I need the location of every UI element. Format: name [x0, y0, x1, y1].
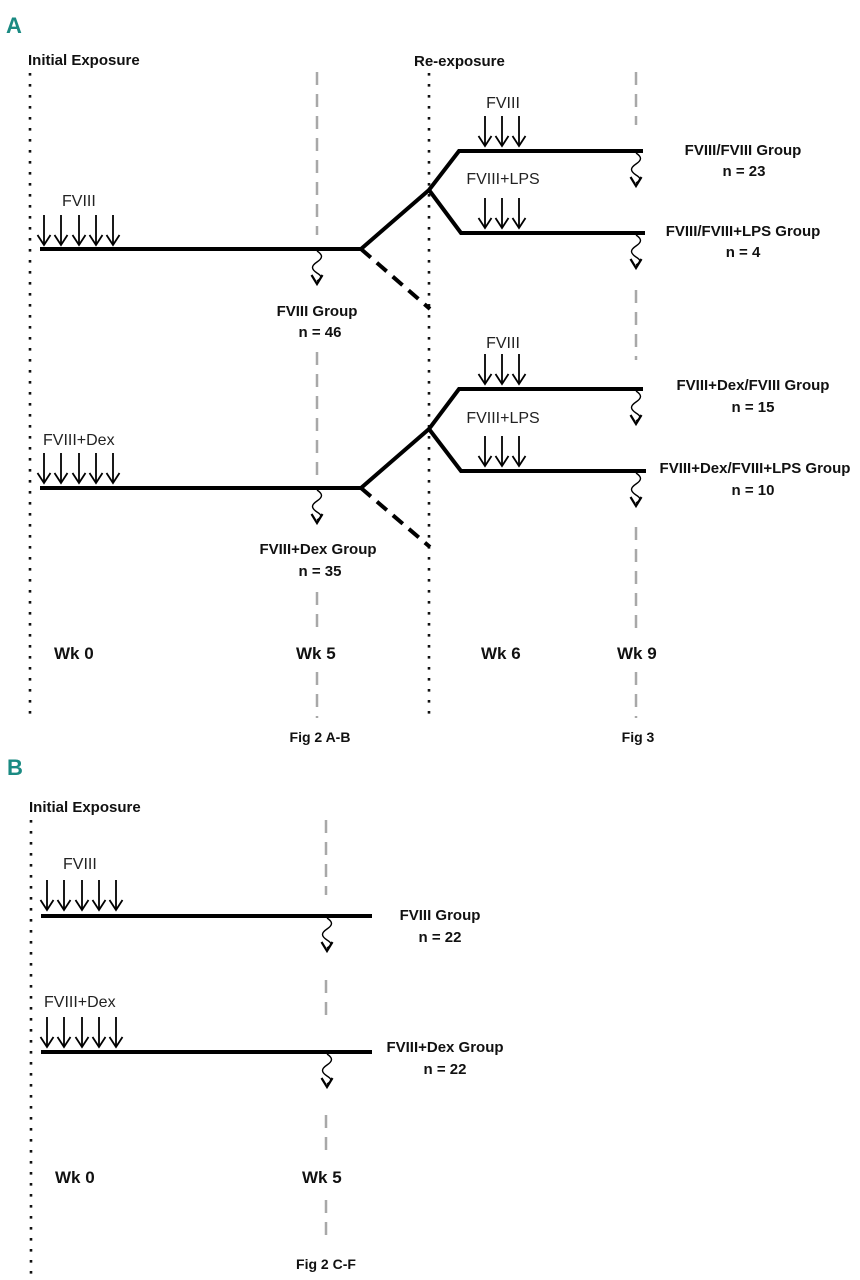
phase-reexposure: Re-exposure: [414, 53, 505, 70]
down-arrow-icon: [105, 214, 121, 246]
down-arrow-icon: [88, 214, 104, 246]
row-fviii: FVIII FVIII Group n = 46 FVIII F: [36, 95, 821, 341]
down-arrow-icon: [39, 1016, 55, 1048]
down-arrow-icon: [511, 197, 527, 229]
squiggle-arrow-icon: [320, 1052, 334, 1089]
week-label: Wk 0: [54, 644, 94, 663]
branch-fviii-lps: [427, 427, 646, 473]
down-arrow-icon: [477, 353, 493, 385]
down-arrow-icon: [511, 115, 527, 147]
group-label: FVIII/FVIII+LPS Group: [666, 223, 821, 240]
group-n: n = 4: [726, 244, 761, 261]
figure-reference: Fig 2 C-F: [296, 1256, 356, 1272]
group-n: n = 22: [419, 929, 462, 946]
down-arrow-icon: [494, 435, 510, 467]
group-n: n = 23: [723, 163, 766, 180]
week-label: Wk 5: [296, 644, 336, 663]
down-arrow-icon: [494, 353, 510, 385]
treatment-label: FVIII: [486, 95, 520, 112]
down-arrow-icon: [477, 115, 493, 147]
squiggle-arrow-icon: [629, 233, 643, 270]
down-arrow-icon: [56, 879, 72, 911]
squiggle-arrow-icon: [310, 488, 324, 525]
group-n: n = 15: [732, 399, 775, 416]
squiggle-arrow-icon: [629, 471, 643, 508]
group-label: FVIII Group: [277, 303, 358, 320]
row-fviii-dex: FVIII+Dex FVIII+Dex Group n = 35 FVIII: [36, 335, 851, 580]
down-arrow-icon: [477, 197, 493, 229]
group-label: FVIII Group: [400, 907, 481, 924]
down-arrow-icon: [494, 115, 510, 147]
down-arrow-icon: [494, 197, 510, 229]
injection-arrows: [477, 115, 527, 147]
row-fviii: FVIII FVIII Group n = 22: [39, 856, 481, 953]
group-n: n = 46: [299, 324, 342, 341]
down-arrow-icon: [39, 879, 55, 911]
down-arrow-icon: [71, 214, 87, 246]
down-arrow-icon: [88, 452, 104, 484]
down-arrow-icon: [53, 214, 69, 246]
squiggle-arrow-icon: [629, 151, 643, 188]
injection-arrows: [36, 214, 121, 246]
squiggle-arrow-icon: [629, 389, 643, 426]
down-arrow-icon: [71, 452, 87, 484]
treatment-label: FVIII: [62, 193, 96, 210]
branch-fviii-lps: [427, 188, 645, 235]
down-arrow-icon: [36, 452, 52, 484]
down-arrow-icon: [74, 1016, 90, 1048]
down-arrow-icon: [511, 435, 527, 467]
group-label: FVIII+Dex Group: [259, 541, 376, 558]
group-n: n = 22: [424, 1061, 467, 1078]
group-label: FVIII/FVIII Group: [685, 142, 802, 159]
down-arrow-icon: [74, 879, 90, 911]
treatment-label: FVIII+LPS: [466, 171, 539, 188]
week-label: Wk 5: [302, 1168, 342, 1187]
group-label: FVIII+Dex/FVIII+LPS Group: [660, 460, 851, 477]
injection-arrows: [477, 435, 527, 467]
treatment-label: FVIII+Dex: [44, 994, 116, 1011]
branch-fviii: [359, 387, 643, 490]
down-arrow-icon: [36, 214, 52, 246]
panel-b: B Initial Exposure FVIII FVIII Group n =…: [7, 755, 504, 1275]
branch-fviii: [359, 149, 643, 251]
down-arrow-icon: [53, 452, 69, 484]
down-arrow-icon: [511, 353, 527, 385]
branch-discontinued: [359, 247, 432, 311]
panel-a: A Initial Exposure Re-exposure FVIII: [6, 13, 850, 745]
panel-label-b: B: [7, 755, 23, 780]
squiggle-arrow-icon: [320, 916, 334, 953]
treatment-label: FVIII+LPS: [466, 410, 539, 427]
squiggle-arrow-icon: [310, 249, 324, 286]
down-arrow-icon: [91, 879, 107, 911]
down-arrow-icon: [91, 1016, 107, 1048]
down-arrow-icon: [108, 879, 124, 911]
down-arrow-icon: [477, 435, 493, 467]
treatment-label: FVIII: [486, 335, 520, 352]
treatment-label: FVIII+Dex: [43, 432, 115, 449]
down-arrow-icon: [108, 1016, 124, 1048]
figure-reference: Fig 3: [622, 729, 655, 745]
treatment-label: FVIII: [63, 856, 97, 873]
week-label: Wk 9: [617, 644, 657, 663]
group-label: FVIII+Dex Group: [386, 1039, 503, 1056]
down-arrow-icon: [56, 1016, 72, 1048]
injection-arrows: [36, 452, 121, 484]
down-arrow-icon: [105, 452, 121, 484]
phase-initial-exposure: Initial Exposure: [29, 799, 141, 816]
injection-arrows: [477, 353, 527, 385]
phase-initial-exposure: Initial Exposure: [28, 52, 140, 69]
injection-arrows: [477, 197, 527, 229]
group-n: n = 35: [299, 563, 342, 580]
figure-reference: Fig 2 A-B: [290, 729, 351, 745]
week-label: Wk 0: [55, 1168, 95, 1187]
week-label: Wk 6: [481, 644, 521, 663]
row-fviii-dex: FVIII+Dex FVIII+Dex Group n = 22: [39, 994, 504, 1089]
group-label: FVIII+Dex/FVIII Group: [677, 377, 830, 394]
panel-label-a: A: [6, 13, 22, 38]
injection-arrows: [39, 879, 124, 911]
group-n: n = 10: [732, 482, 775, 499]
branch-discontinued: [359, 486, 432, 549]
injection-arrows: [39, 1016, 124, 1048]
